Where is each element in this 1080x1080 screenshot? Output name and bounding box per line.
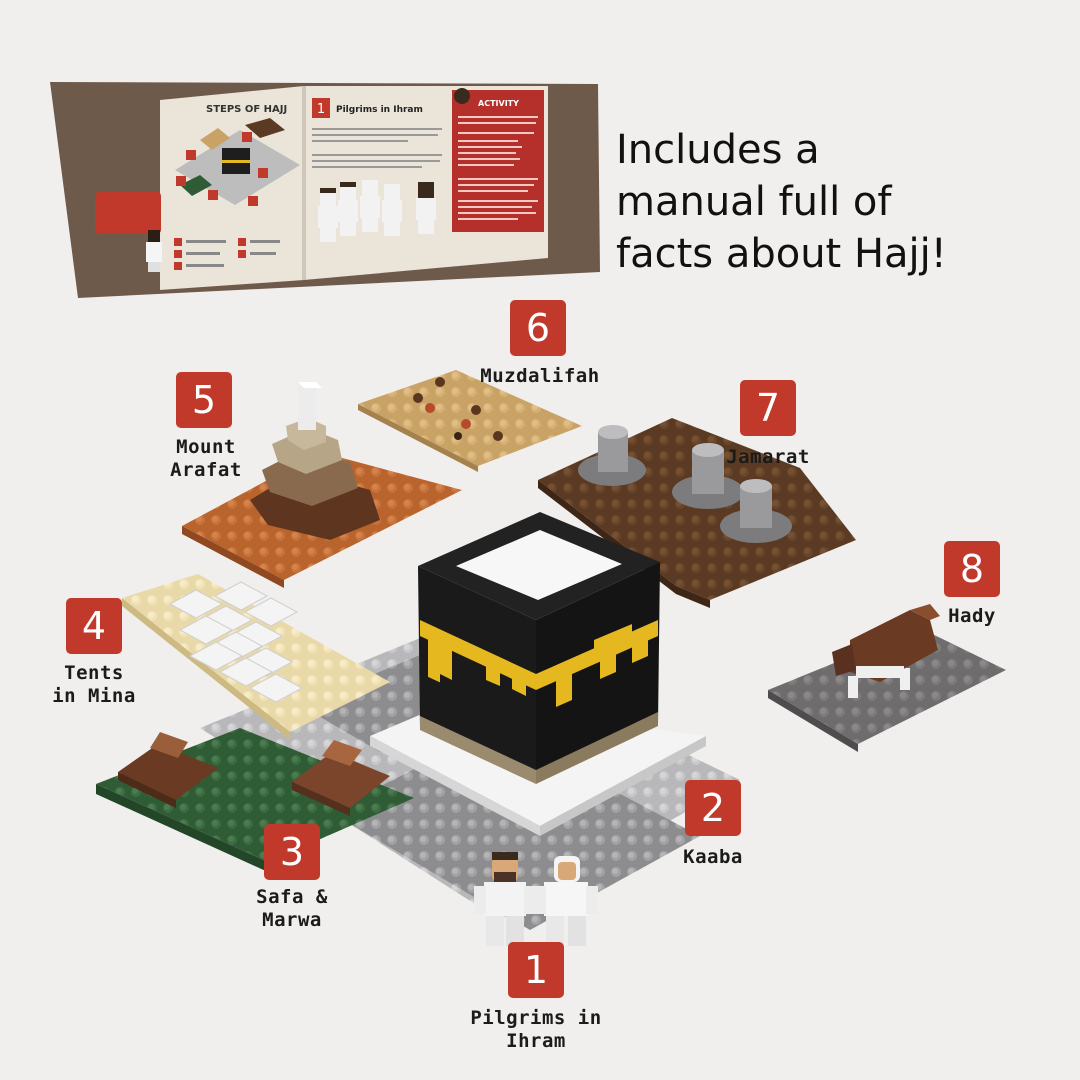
jamarat-pillar-2 (672, 443, 744, 509)
station-label-1: Pilgrims in Ihram (436, 1007, 636, 1053)
headline-line-3: facts about Hajj! (616, 231, 947, 277)
station-label-6-line-1: Muzdalifah (480, 365, 600, 387)
manual-activity-title: ACTIVITY (478, 99, 519, 108)
station-label-5-line-2: Arafat (170, 459, 242, 481)
safa-hill (118, 732, 218, 808)
station-label-8: Hady (924, 605, 1020, 628)
station-badge-5: 5 (176, 372, 232, 428)
station-label-8-line-1: Hady (948, 605, 996, 627)
arafat-pillar (298, 382, 316, 430)
base-plate-front (330, 728, 700, 930)
station-badge-2: 2 (685, 780, 741, 836)
tents-group (168, 581, 304, 703)
station-label-4-line-1: Tents (64, 662, 124, 684)
manual-step-title: Pilgrims in Ihram (336, 105, 423, 115)
station-label-1-line-1: Pilgrims in Ihram (470, 1007, 602, 1052)
station-label-4-line-2: in Mina (52, 685, 136, 707)
station-label-5: Mount Arafat (156, 436, 256, 482)
headline-line-1: Includes a (616, 127, 820, 173)
muzdalifah-plate (358, 370, 582, 466)
marwa-hill (292, 740, 390, 816)
jamarat-pillar-1 (578, 425, 646, 486)
station-label-3-line-2: Marwa (262, 909, 322, 931)
hady-animal (832, 604, 940, 698)
station-badge-1: 1 (508, 942, 564, 998)
hady-plate (768, 628, 1006, 744)
headline: Includes a manual full of facts about Ha… (616, 124, 1056, 280)
mount-arafat (250, 382, 380, 540)
pebbles (413, 377, 503, 441)
station-label-7: Jamarat (718, 446, 818, 469)
manual-step-badge (312, 98, 330, 118)
manual-activity-panel (452, 90, 544, 232)
kaaba-roof (456, 530, 622, 600)
manual-step-number: 1 (317, 102, 325, 117)
station-label-3-line-1: Safa & (256, 886, 328, 908)
pilgrim-minifig-1 (474, 852, 536, 946)
station-label-7-line-1: Jamarat (726, 446, 810, 468)
station-label-3: Safa & Marwa (242, 886, 342, 932)
station-badge-6: 6 (510, 300, 566, 356)
station-label-4: Tents in Mina (44, 662, 144, 708)
kaaba (370, 512, 706, 836)
kaaba-door (594, 624, 632, 650)
station-badge-8: 8 (944, 541, 1000, 597)
kaaba-kiswa-band (420, 620, 536, 690)
headline-line-2: manual full of (616, 179, 892, 225)
station-label-6: Muzdalifah (470, 365, 610, 388)
station-label-5-line-1: Mount (176, 436, 236, 458)
station-badge-3: 3 (264, 824, 320, 880)
station-label-2-line-1: Kaaba (683, 846, 743, 868)
station-badge-4: 4 (66, 598, 122, 654)
station-label-2: Kaaba (663, 846, 763, 869)
station-badge-7: 7 (740, 380, 796, 436)
pilgrim-minifig-2 (534, 856, 598, 946)
jamarat-pillar-3 (720, 479, 792, 543)
manual-booklet: STEPS OF HAJJ 1 Pilgrims in Ihram (50, 82, 600, 298)
manual-left-page-title: STEPS OF HAJJ (206, 104, 287, 115)
